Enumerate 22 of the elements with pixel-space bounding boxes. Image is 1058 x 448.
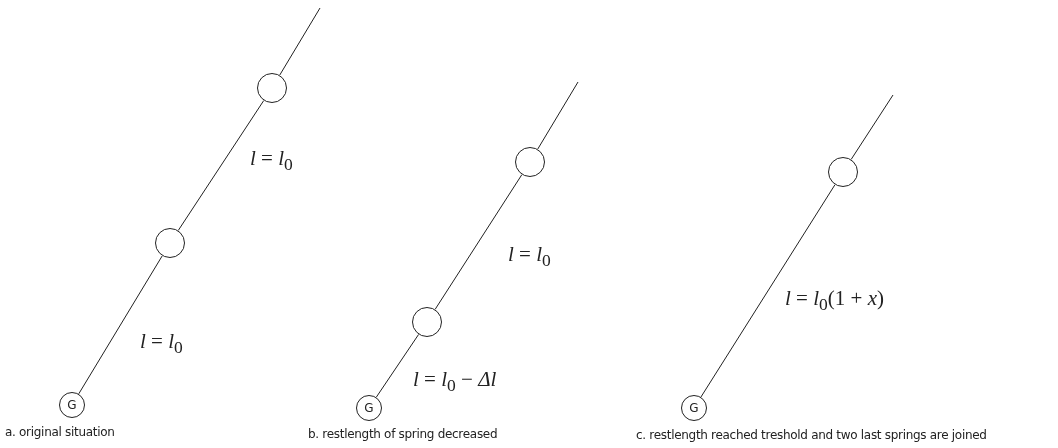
spring-line <box>434 174 523 310</box>
mass-node-circle <box>828 157 858 187</box>
spring-line <box>177 100 265 231</box>
panel-caption: c. restlength reached treshold and two last springs are joined <box>636 428 987 442</box>
node-label: G <box>689 401 699 415</box>
spring-line <box>850 94 894 160</box>
mass-node-circle <box>412 307 442 337</box>
spring-line <box>78 255 163 395</box>
ground-node-circle <box>681 395 707 421</box>
spring-line <box>537 81 579 150</box>
mass-node-circle <box>515 147 545 177</box>
spring-line <box>279 7 321 76</box>
ground-node-circle <box>356 395 382 421</box>
node-label: G <box>67 398 77 412</box>
ground-node-circle <box>59 392 85 418</box>
panel-caption: a. original situation <box>5 425 115 439</box>
mass-node-circle <box>155 228 185 258</box>
spring-line <box>700 184 836 398</box>
mass-node-circle <box>257 73 287 103</box>
spring-line <box>375 333 420 398</box>
panel-caption: b. restlength of spring decreased <box>308 427 498 441</box>
node-label: G <box>364 401 374 415</box>
